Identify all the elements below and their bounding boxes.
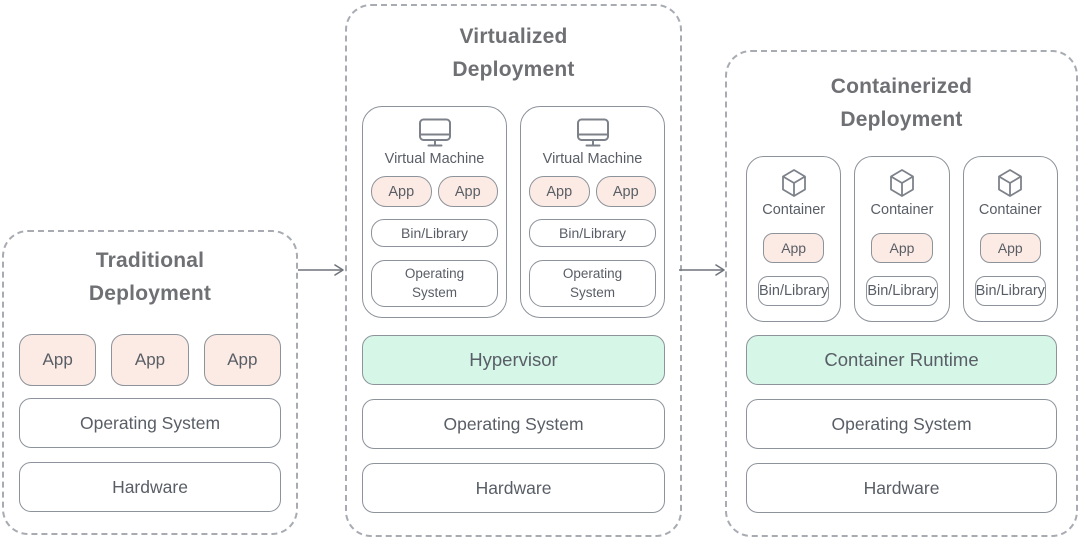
app-box: App — [19, 334, 97, 386]
vm-apps-row: App App — [529, 176, 656, 208]
app-box: App — [371, 176, 432, 208]
virtual-machine-box: Virtual Machine App App Bin/Library Oper… — [520, 106, 665, 318]
bin-library-box: Bin/Library — [866, 276, 938, 306]
app-box: App — [763, 233, 825, 263]
virtualized-deployment-panel: Virtualized Deployment Virtual Machine A… — [345, 4, 682, 537]
bin-library-box: Bin/Library — [974, 276, 1046, 306]
container-runtime-box: Container Runtime — [746, 335, 1057, 385]
container-box: Container App Bin/Library — [854, 156, 950, 322]
traditional-apps-row: App App App — [19, 334, 281, 386]
traditional-deployment-panel: Traditional Deployment App App App Opera… — [2, 230, 298, 535]
container-label: Container — [870, 202, 934, 218]
hardware-box: Hardware — [19, 462, 281, 512]
arrow-right-icon — [297, 263, 347, 277]
app-box: App — [871, 233, 933, 263]
container-box: Container App Bin/Library — [962, 156, 1058, 322]
bin-library-box: Bin/Library — [371, 219, 498, 248]
operating-system-box: Operating System — [746, 399, 1057, 449]
containers-row: Container App Bin/Library Container App … — [746, 156, 1058, 322]
app-box: App — [979, 233, 1041, 263]
virtual-machines-row: Virtual Machine App App Bin/Library Oper… — [362, 106, 665, 318]
vm-operating-system-label: Operating System — [562, 265, 623, 300]
cube-icon — [778, 167, 810, 199]
app-box: App — [529, 176, 590, 208]
virtual-machine-label: Virtual Machine — [384, 151, 485, 167]
vm-operating-system-box: Operating System — [529, 260, 656, 307]
vm-operating-system-box: Operating System — [371, 260, 498, 307]
arrow-right-icon — [678, 263, 728, 277]
container-label: Container — [762, 202, 826, 218]
operating-system-box: Operating System — [19, 398, 281, 448]
vm-apps-row: App App — [371, 176, 498, 208]
cube-icon — [886, 167, 918, 199]
containerized-deployment-panel: Containerized Deployment Container App B… — [725, 50, 1078, 537]
app-box: App — [111, 334, 189, 386]
hypervisor-box: Hypervisor — [362, 335, 665, 385]
hardware-box: Hardware — [746, 463, 1057, 513]
virtualized-panel-title: Virtualized Deployment — [452, 25, 575, 81]
cube-icon — [994, 167, 1026, 199]
traditional-panel-title: Traditional Deployment — [88, 249, 212, 305]
vm-operating-system-label: Operating System — [404, 265, 465, 300]
hardware-box: Hardware — [362, 463, 665, 513]
app-box: App — [203, 334, 281, 386]
container-label: Container — [978, 202, 1042, 218]
bin-library-box: Bin/Library — [529, 219, 656, 248]
container-box: Container App Bin/Library — [746, 156, 842, 322]
operating-system-box: Operating System — [362, 399, 665, 449]
monitor-icon — [417, 117, 453, 148]
app-box: App — [437, 176, 498, 208]
containerized-panel-title: Containerized Deployment — [830, 75, 973, 131]
app-box: App — [595, 176, 656, 208]
monitor-icon — [575, 117, 611, 148]
bin-library-box: Bin/Library — [758, 276, 830, 306]
virtual-machine-label: Virtual Machine — [542, 151, 643, 167]
virtual-machine-box: Virtual Machine App App Bin/Library Oper… — [362, 106, 507, 318]
